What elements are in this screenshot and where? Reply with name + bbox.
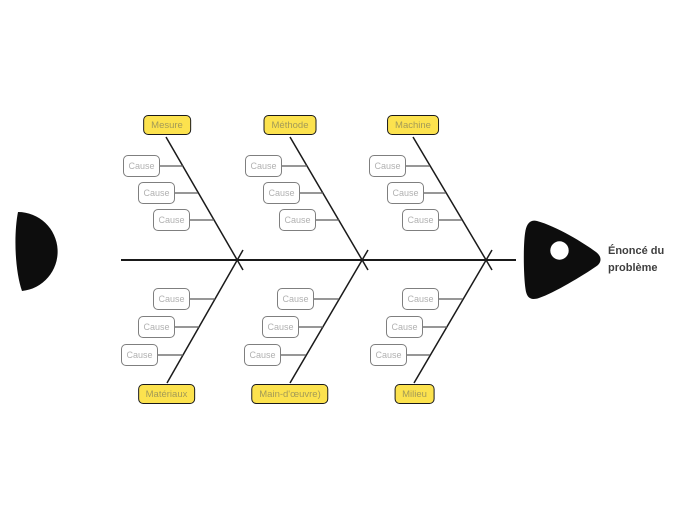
bone-mesure[interactable] (165, 136, 244, 271)
fish-eye-icon (550, 241, 569, 260)
problem-statement-line: problème (608, 262, 658, 274)
cause-box[interactable]: Cause (387, 182, 424, 204)
category-box-machine[interactable]: Machine (387, 115, 439, 135)
category-box-methode[interactable]: Méthode (263, 115, 317, 135)
cause-box[interactable]: Cause (277, 288, 314, 310)
bone-materiaux[interactable] (166, 249, 244, 384)
problem-statement[interactable]: Énoncé du problème (608, 243, 664, 277)
cause-box[interactable]: Cause (263, 182, 300, 204)
cause-box[interactable]: Cause (402, 288, 439, 310)
cause-box[interactable]: Cause (138, 182, 175, 204)
cause-box[interactable]: Cause (123, 155, 160, 177)
category-box-main-doeuvre[interactable]: Main-d'œuvre) (251, 384, 329, 404)
cause-box[interactable]: Cause (245, 155, 282, 177)
cause-box[interactable]: Cause (369, 155, 406, 177)
bone-milieu[interactable] (413, 249, 493, 384)
bone-main-doeuvre[interactable] (289, 249, 369, 384)
cause-box[interactable]: Cause (121, 344, 158, 366)
cause-box[interactable]: Cause (279, 209, 316, 231)
fish-tail-shape[interactable] (15, 211, 58, 291)
cause-box[interactable]: Cause (262, 316, 299, 338)
cause-box[interactable]: Cause (370, 344, 407, 366)
bone-machine[interactable] (412, 136, 493, 271)
category-box-materiaux[interactable]: Matériaux (137, 384, 196, 404)
cause-box[interactable]: Cause (402, 209, 439, 231)
cause-box[interactable]: Cause (138, 316, 175, 338)
cause-box[interactable]: Cause (244, 344, 281, 366)
category-box-mesure[interactable]: Mesure (143, 115, 191, 135)
bone-methode[interactable] (289, 136, 369, 271)
problem-statement-line: Énoncé du (608, 245, 665, 257)
cause-box[interactable]: Cause (153, 288, 190, 310)
cause-box[interactable]: Cause (153, 209, 190, 231)
cause-box[interactable]: Cause (386, 316, 423, 338)
category-box-milieu[interactable]: Milieu (394, 384, 435, 404)
fish-head-shape[interactable] (523, 220, 601, 299)
